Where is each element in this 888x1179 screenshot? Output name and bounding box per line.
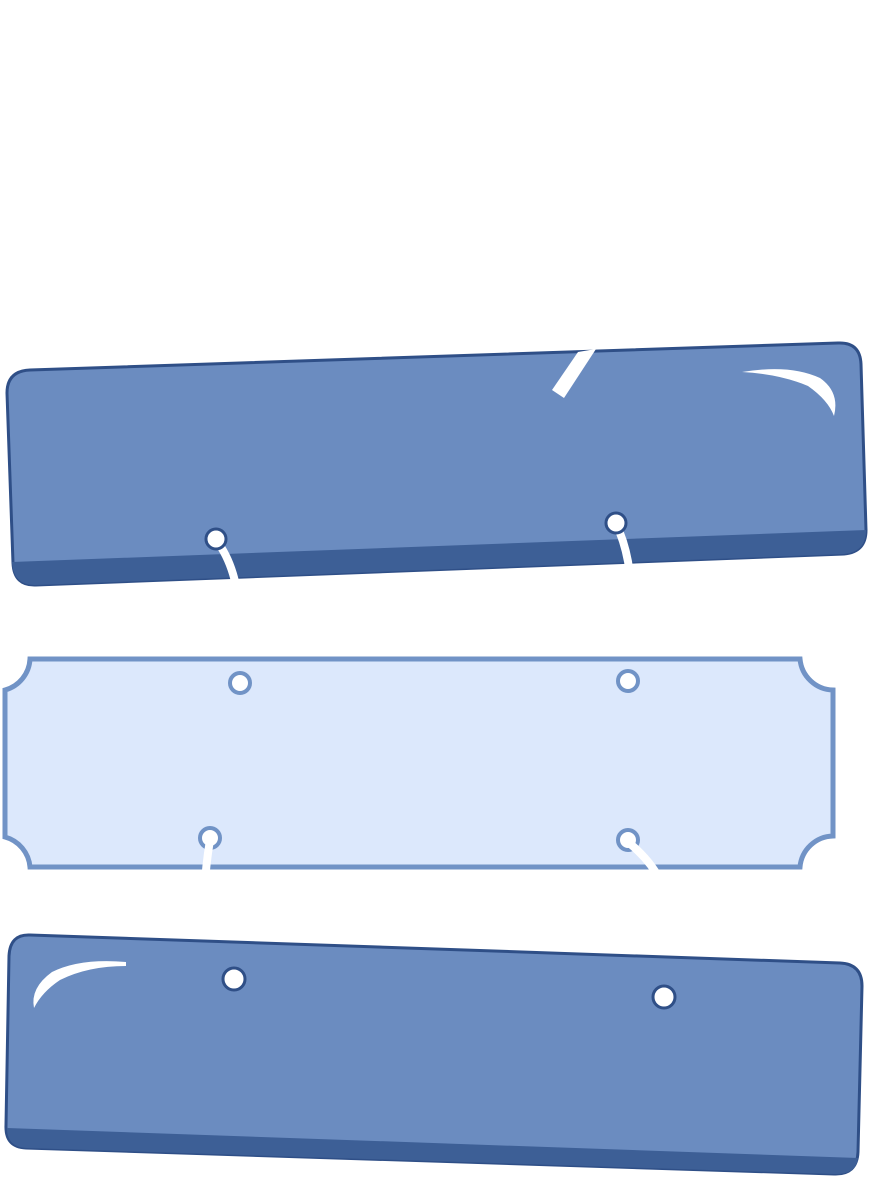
middle-sign-body bbox=[2, 656, 836, 870]
middle-scalloped-sign bbox=[2, 656, 836, 870]
top-hanging-board bbox=[5, 341, 868, 587]
bottom-board-lower-edge bbox=[7, 1128, 858, 1175]
top-board-highlight bbox=[742, 369, 836, 416]
top-board-glint bbox=[552, 349, 596, 398]
top-board-hole-left bbox=[204, 527, 228, 551]
bottom-board-hole-right bbox=[651, 984, 677, 1010]
top-board-hole-right bbox=[604, 511, 628, 535]
bottom-board-hole-left bbox=[221, 966, 247, 992]
middle-sign-hole-top-left bbox=[228, 671, 252, 695]
rope-lower-right bbox=[624, 838, 664, 884]
top-board-lower-edge bbox=[12, 530, 866, 586]
bottom-board-highlight bbox=[33, 961, 126, 1008]
bottom-hanging-board bbox=[4, 933, 864, 1176]
middle-sign-hole-top-right bbox=[616, 669, 640, 693]
